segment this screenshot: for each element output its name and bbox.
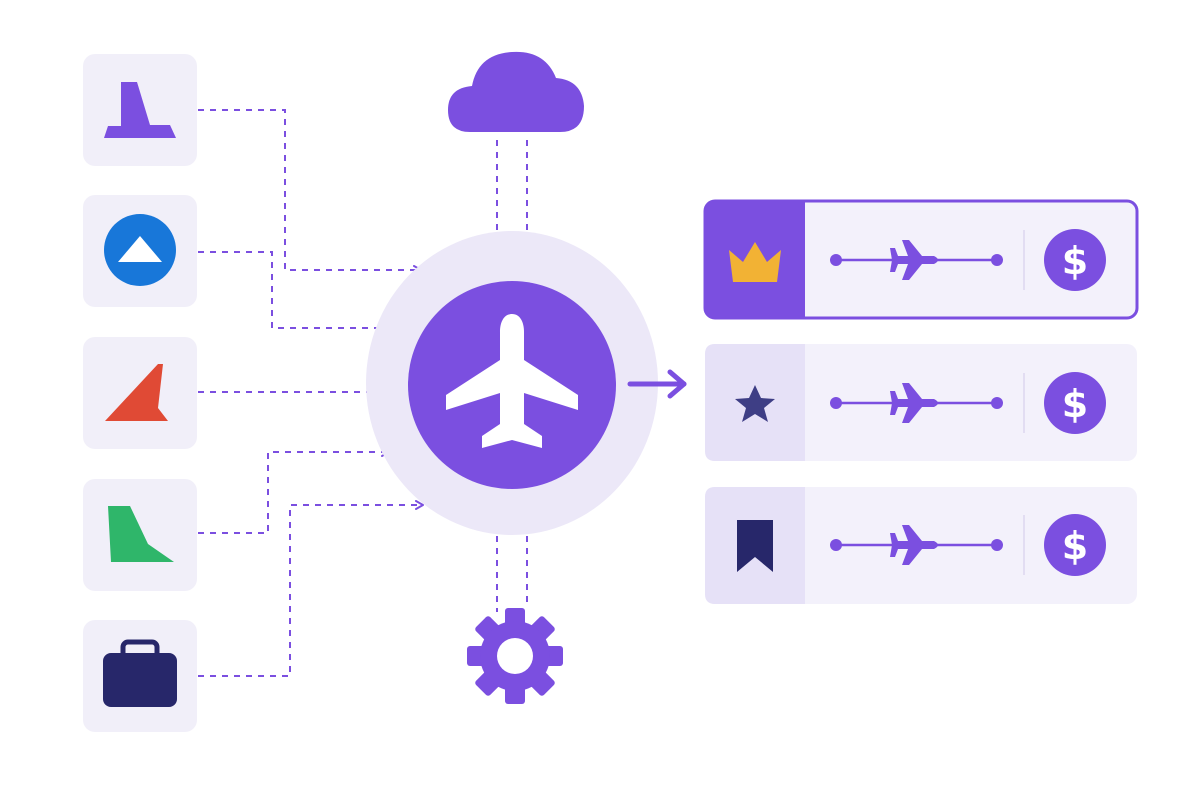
source-tile-4[interactable] [83,479,197,591]
airline-tail-icon [108,506,174,562]
svg-text:$: $ [1062,382,1088,426]
airplane-route-icon [830,240,1003,280]
star-icon [735,385,775,422]
source-tile-1[interactable] [83,54,197,166]
connection-lines [198,109,528,677]
dollar-icon: $ [1044,372,1106,434]
source-tile-3[interactable] [83,337,197,449]
connector-source-1 [198,109,422,275]
briefcase-icon [103,639,177,707]
connector-source-4 [198,447,390,534]
bookmark-icon [737,520,773,572]
source-tile-5[interactable] [83,620,197,732]
result-card-1[interactable]: $ [703,199,1139,320]
connector-source-2 [198,251,390,333]
output-arrow [627,369,687,399]
dollar-icon: $ [1044,514,1106,576]
source-list [83,54,197,732]
svg-text:$: $ [1062,239,1088,283]
result-card-2[interactable]: $ [705,344,1137,461]
dollar-icon: $ [1044,229,1106,291]
mountain-logo-icon [104,214,176,286]
airplane-route-icon [830,525,1003,565]
cloud-node [448,51,584,132]
gear-node [467,608,563,704]
result-card-3[interactable]: $ [705,487,1137,604]
result-list: $ $ [703,199,1139,604]
crown-icon [729,242,781,282]
airplane-icon [446,314,578,448]
source-tile-2[interactable] [83,195,197,307]
gear-icon [467,608,563,704]
hub-node [366,231,658,535]
airline-tail-icon [105,364,168,421]
connector-source-5 [198,500,424,677]
cloud-icon [448,51,584,132]
airline-tail-icon [104,82,176,138]
svg-text:$: $ [1062,524,1088,568]
airplane-route-icon [830,383,1003,423]
